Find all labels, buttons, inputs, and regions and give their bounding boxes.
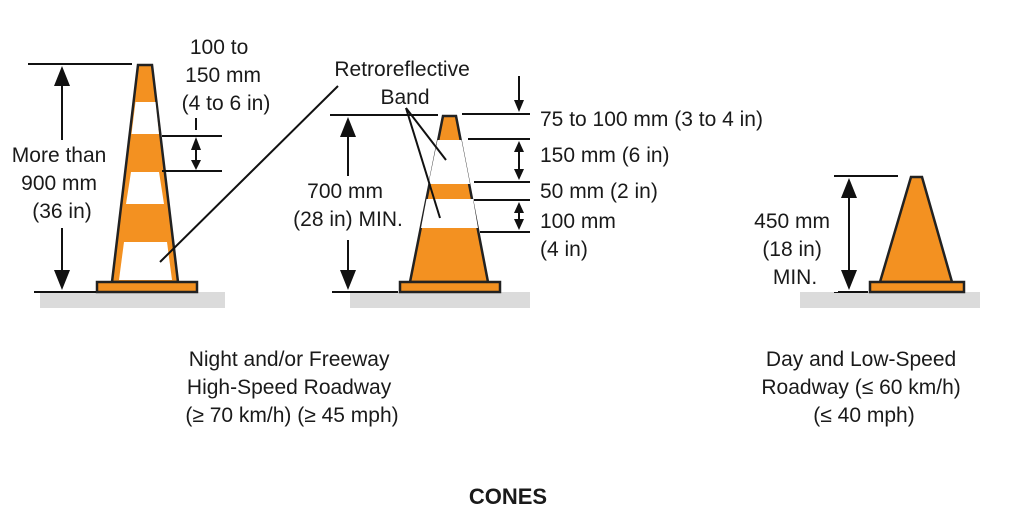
cone-tall-spacing-dimension xyxy=(162,118,222,172)
retroreflective-band-label: Retroreflective Band xyxy=(334,58,475,109)
arrow-down-icon xyxy=(514,219,524,230)
leader-line-upper-band xyxy=(405,107,447,161)
arrow-down-icon xyxy=(191,160,201,170)
diagram-title: CONES xyxy=(469,484,547,509)
top-gap-label: 75 to 100 mm (3 to 4 in) xyxy=(540,108,763,131)
arrow-down-icon xyxy=(514,100,524,112)
cone-medium xyxy=(398,114,502,294)
caption-day-low-speed: Day and Low-Speed Roadway (≤ 60 km/h) (≤… xyxy=(761,348,966,427)
arrow-down-icon xyxy=(54,270,70,290)
arrow-down-icon xyxy=(841,270,857,290)
cone-medium-height-label: 700 mm (28 in) MIN. xyxy=(293,180,403,231)
arrow-up-icon xyxy=(514,202,524,213)
ground-3 xyxy=(800,292,980,308)
caption-night-freeway: Night and/or Freeway High-Speed Roadway … xyxy=(185,348,398,427)
arrow-up-icon xyxy=(191,137,201,150)
cone-medium-height-dimension xyxy=(330,114,438,293)
arrow-up-icon xyxy=(54,66,70,86)
arrow-down-icon xyxy=(340,270,356,290)
cone-tall xyxy=(95,63,199,294)
lower-band-label: 100 mm (4 in) xyxy=(540,210,622,261)
ground-1 xyxy=(40,292,225,308)
arrow-up-icon xyxy=(514,141,524,152)
cone-short-label-bg xyxy=(752,204,838,292)
arrow-down-icon xyxy=(514,169,524,180)
cone-medium-band-lower xyxy=(421,199,478,228)
arrow-up-icon xyxy=(340,117,356,137)
cone-short-height-dimension xyxy=(834,175,898,293)
leader-line-cone-tall xyxy=(159,85,339,263)
cone-short-base xyxy=(868,280,966,294)
arrow-up-icon xyxy=(841,178,857,198)
cone-tall-spacing-label: 100 to 150 mm (4 to 6 in) xyxy=(182,36,271,115)
leader-line-lower-band xyxy=(405,107,441,219)
cone-tall-height-label: More than 900 mm (36 in) xyxy=(12,144,112,223)
band-gap-label: 50 mm (2 in) xyxy=(540,180,658,203)
cone-medium-base xyxy=(398,280,502,294)
cone-tall-height-dimension xyxy=(28,63,132,293)
cone-medium-band-dimensions xyxy=(462,76,530,233)
cone-tall-band-2 xyxy=(126,172,164,204)
ground-2 xyxy=(350,292,530,308)
cone-short-height-label: 450 mm (18 in) MIN. xyxy=(754,210,836,289)
cone-tall-base xyxy=(95,280,199,294)
cone-tall-band-1 xyxy=(131,102,159,134)
cone-short xyxy=(868,175,966,294)
cone-tall-band-3 xyxy=(119,242,172,280)
cone-short-body xyxy=(878,175,954,284)
upper-band-label: 150 mm (6 in) xyxy=(540,144,670,167)
